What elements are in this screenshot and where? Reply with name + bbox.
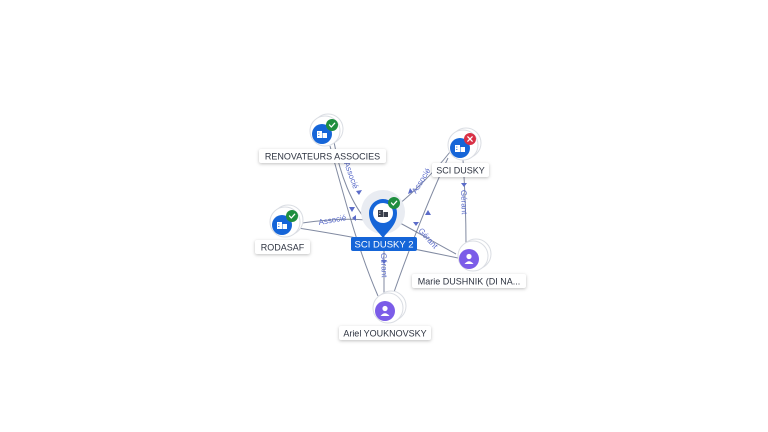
- node-label: RODASAF: [261, 242, 305, 252]
- focus-label-box: [351, 237, 417, 251]
- node-sci-dusky-2-focus[interactable]: SCI DUSKY 2: [351, 190, 417, 251]
- node-label-box: [255, 240, 310, 254]
- arrow-head: [356, 190, 362, 195]
- status-closed-icon: [464, 133, 476, 145]
- edge-marie-focus: [397, 221, 457, 255]
- node-label: Marie DUSHNIK (DI NA...: [418, 276, 521, 286]
- building-icon: [277, 222, 287, 229]
- person-icon: [464, 253, 474, 264]
- node-marie-dushnik[interactable]: Marie DUSHNIK (DI NA...: [412, 238, 526, 288]
- node-label-box: [432, 163, 489, 177]
- arrow-head: [352, 215, 356, 221]
- edge-label-renovateurs-focus: Associé: [342, 161, 360, 191]
- edge-renovateurs-ariel: [329, 145, 379, 297]
- building-icon: [317, 131, 327, 138]
- arrow-head: [349, 207, 355, 212]
- edge-label-marie-sci-dusky: Gérant: [459, 190, 469, 216]
- node-label-box: [339, 326, 431, 340]
- arrow-head: [425, 210, 431, 215]
- node-label: SCI DUSKY: [436, 165, 485, 175]
- node-renovateurs-associes[interactable]: RENOVATEURS ASSOCIES: [259, 113, 386, 163]
- node-rodasaf[interactable]: RODASAF: [255, 204, 310, 254]
- arrow-head: [408, 188, 413, 194]
- arrow-head: [461, 183, 467, 187]
- node-ariel-youknovsky[interactable]: Ariel YOUKNOVSKY: [339, 290, 431, 340]
- edge-label-sci-dusky-focus: Associé: [410, 166, 433, 195]
- node-label-box: [412, 274, 526, 288]
- node-label-box: [259, 149, 386, 163]
- building-icon: [378, 210, 388, 217]
- node-label: Ariel YOUKNOVSKY: [343, 328, 426, 338]
- person-icon: [380, 305, 390, 316]
- arrow-head: [413, 222, 419, 226]
- status-check-icon: [286, 210, 298, 222]
- status-check-icon: [326, 119, 338, 131]
- edge-label-rodasaf-focus: Associé: [318, 213, 348, 227]
- node-label: RENOVATEURS ASSOCIES: [265, 151, 380, 161]
- arrow-head: [381, 260, 387, 264]
- edge-label-marie-focus: Gérant: [417, 226, 441, 251]
- building-icon: [455, 145, 465, 152]
- status-check-icon: [388, 197, 400, 209]
- edge-label-ariel-focus: Gérant: [379, 253, 389, 279]
- edge-arrows: [349, 183, 467, 264]
- node-sci-dusky[interactable]: SCI DUSKY: [432, 127, 489, 177]
- focus-node-label: SCI DUSKY 2: [355, 240, 414, 251]
